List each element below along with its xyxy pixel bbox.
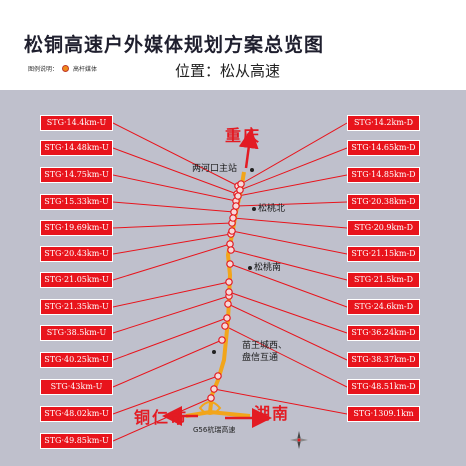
billboard-marker-icon [228,227,236,235]
billboard-marker-icon [229,214,237,222]
billboard-marker-icon [221,322,229,330]
leader-line [240,122,348,185]
leader-line [112,317,228,361]
billboard-marker-icon [225,288,233,296]
header: 松铜高速户外媒体规划方案总览图 图例说明： 高杆媒体 位置：松从高速 [0,0,466,88]
city-label-hunan: 湖南 [254,404,291,423]
position-text: 位置：松从高速 [175,62,281,80]
billboard-marker-icon [207,394,215,402]
billboard-label-u: STG·19.69km-U [40,220,113,236]
place-label-panxin: 盘信互通 [242,353,279,363]
billboard-marker-icon [234,192,242,200]
billboard-label-d: STG·38.37km-D [347,352,420,368]
billboard-label-d: STG·14.2km-D [347,115,420,131]
leader-line [213,388,348,415]
billboard-label-u: STG·21.35km-U [40,299,113,315]
billboard-label-d: STG·1309.1km [347,406,420,422]
billboard-label-d: STG·36.24km-D [347,325,420,341]
leader-line [237,174,348,197]
panxin-icon [212,350,216,354]
leader-line [229,263,348,308]
place-label-g56: G56杭瑞高速 [193,426,236,434]
place-label-miaowang: 苗王城西、 [242,341,288,351]
route-map [112,122,348,449]
billboard-marker-icon [237,180,245,188]
leader-line [230,249,348,281]
billboard-marker-icon [223,314,231,322]
billboard-label-u: STG·15.33km-U [40,194,113,210]
billboard-label-d: STG·21.15km-D [347,246,420,262]
billboard-marker-icon [225,278,233,286]
lianghekou-station-icon [250,168,254,172]
billboard-label-d: STG·14.65km-D [347,140,420,156]
legend-label: 图例说明： [28,66,59,73]
chongqing-arrow-icon [238,128,259,169]
leader-line [112,122,239,187]
leader-line [112,339,223,388]
place-label-songtaobei: 松桃北 [258,204,286,214]
leader-line [232,217,348,229]
leader-line [112,375,219,415]
billboard-marker-icon [224,300,232,308]
billboard-marker-icon [226,240,234,248]
billboard-label-u: STG·38.5km-U [40,325,113,341]
g56-route [185,409,251,418]
billboard-marker-icon [210,385,218,393]
city-label-chongqing: 重庆 [225,126,262,145]
billboard-label-d: STG·20.9km-D [347,220,420,236]
billboard-marker-icon [227,246,235,254]
leader-line [112,243,231,281]
billboard-label-d: STG·21.5km-D [347,272,420,288]
leader-line [112,174,237,202]
leader-line [112,233,232,255]
leader-lines [112,122,348,442]
billboard-marker-icon [226,260,234,268]
leader-line [112,295,230,334]
map-title: 松铜高速户外媒体规划方案总览图 [24,34,325,56]
leader-line [228,291,348,334]
leader-line [112,281,230,308]
city-label-tongren: 铜仁市 [134,408,189,427]
billboard-label-d: STG·48.51km-D [347,379,420,395]
leader-line [112,222,233,229]
billboard-marker-icon [218,336,226,344]
leader-line [112,201,235,213]
billboard-label-d: STG·20.38km-D [347,194,420,210]
billboard-label-d: STG·24.6km-D [347,299,420,315]
leader-line [112,147,238,195]
interchange-loop [198,401,222,415]
leader-line [231,230,348,255]
billboard-label-u: STG·49.85km-U [40,433,113,449]
billboard-label-u: STG·14.4km-U [40,115,113,131]
leader-line [239,147,348,191]
billboard-label-u: STG·43km-U [40,379,113,395]
billboard-markers [207,180,245,402]
billboard-label-u: STG·21.05km-U [40,272,113,288]
place-label-songtaonan: 松桃南 [254,263,282,273]
billboard-marker-icon [232,202,240,210]
leader-line [235,201,348,207]
legend: 图例说明： 高杆媒体 [28,64,97,73]
leader-line [224,325,348,388]
billboard-label-u: STG·14.48km-U [40,140,113,156]
songtaonan-icon [248,266,252,270]
billboard-label-u: STG·40.25km-U [40,352,113,368]
compass-icon [290,431,308,449]
leader-line [227,303,348,361]
billboard-label-u: STG·48.02km-U [40,406,113,422]
legend-item-label: 高杆媒体 [73,66,98,73]
billboard-marker-icon [62,65,70,72]
songtaobei-icon [252,207,256,211]
billboard-label-u: STG·20.43km-U [40,246,113,262]
billboard-label-u: STG·14.75km-U [40,167,113,183]
billboard-marker-icon [214,372,222,380]
place-label-lianghekou: 两河口主站 [192,164,238,174]
billboard-label-d: STG·14.85km-D [347,167,420,183]
